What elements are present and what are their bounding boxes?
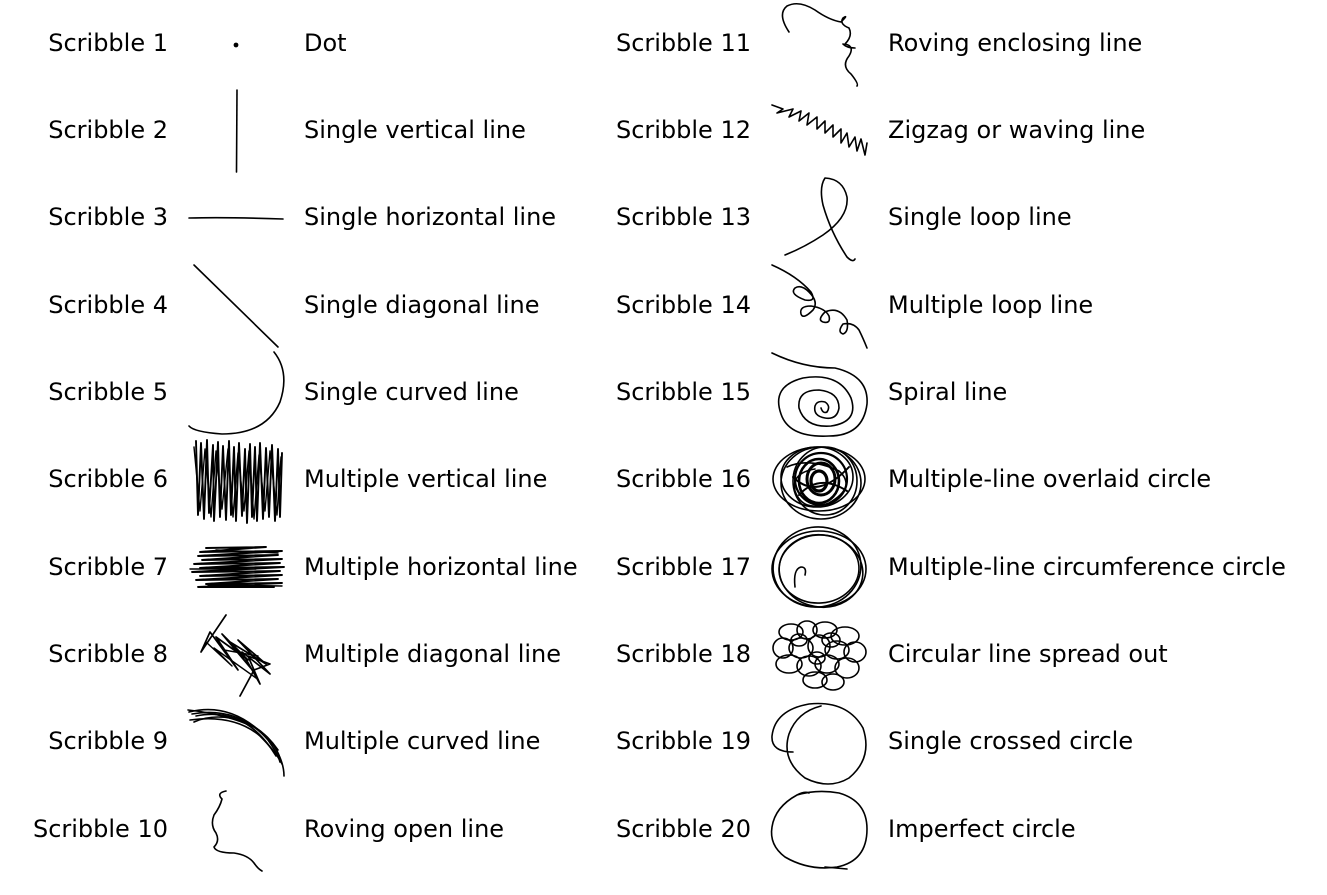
- scribble-id-label: Scribble 11: [615, 29, 751, 57]
- single-curved-line-icon: [188, 351, 285, 435]
- scribble-description: Single horizontal line: [304, 203, 557, 231]
- scribble-description: Zigzag or waving line: [888, 116, 1146, 144]
- scribble-description: Multiple-line circumference circle: [888, 553, 1286, 581]
- zigzag-line-icon: [771, 104, 868, 156]
- scribble-id-label: Scribble 5: [48, 378, 168, 406]
- multiple-diagonal-line-icon: [200, 614, 271, 697]
- single-loop-line-icon: [784, 177, 856, 262]
- scribble-id-label: Scribble 14: [615, 291, 751, 319]
- multiple-horizontal-line-icon: [189, 546, 285, 588]
- scribble-id-label: Scribble 2: [48, 116, 168, 144]
- scribble-id-label: Scribble 19: [615, 727, 751, 755]
- dot-scribble-icon: [233, 42, 239, 48]
- spread-circle-icon: [772, 620, 867, 691]
- imperfect-circle-icon: [770, 790, 868, 870]
- scribble-id-label: Scribble 4: [48, 291, 168, 319]
- scribble-description: Multiple diagonal line: [304, 640, 562, 668]
- roving-enclosing-line-icon: [781, 2, 859, 87]
- scribble-id-label: Scribble 18: [615, 640, 751, 668]
- circumference-circle-icon: [771, 526, 867, 608]
- scribble-id-label: Scribble 1: [48, 29, 168, 57]
- scribble-description: Multiple horizontal line: [304, 553, 578, 581]
- multiple-curved-line-icon: [187, 708, 285, 777]
- scribble-id-label: Scribble 20: [615, 815, 751, 843]
- single-vertical-line-icon: [235, 89, 238, 173]
- scribble-description: Single diagonal line: [304, 291, 540, 319]
- crossed-circle-icon: [771, 702, 867, 785]
- single-diagonal-line-icon: [193, 264, 279, 348]
- scribble-description: Roving open line: [304, 815, 505, 843]
- spiral-line-icon: [771, 352, 868, 437]
- scribble-id-label: Scribble 9: [48, 727, 168, 755]
- roving-open-line-icon: [211, 790, 263, 872]
- scribble-id-label: Scribble 8: [48, 640, 168, 668]
- scribble-id-label: Scribble 17: [615, 553, 751, 581]
- scribble-id-label: Scribble 16: [615, 465, 751, 493]
- scribble-id-label: Scribble 10: [32, 815, 168, 843]
- scribble-id-label: Scribble 6: [48, 465, 168, 493]
- single-horizontal-line-icon: [188, 216, 284, 220]
- scribble-id-label: Scribble 7: [48, 553, 168, 581]
- scribble-id-label: Scribble 12: [615, 116, 751, 144]
- scribble-description: Spiral line: [888, 378, 1008, 406]
- scribble-description: Single vertical line: [304, 116, 526, 144]
- scribble-description: Roving enclosing line: [888, 29, 1143, 57]
- multiple-loop-line-icon: [771, 264, 868, 349]
- scribble-id-label: Scribble 15: [615, 378, 751, 406]
- overlaid-circle-icon: [772, 446, 866, 520]
- scribble-description: Circular line spread out: [888, 640, 1168, 668]
- scribble-description: Single curved line: [304, 378, 519, 406]
- scribble-id-label: Scribble 3: [48, 203, 168, 231]
- scribble-description: Single loop line: [888, 203, 1072, 231]
- scribble-description: Multiple vertical line: [304, 465, 548, 493]
- multiple-vertical-line-icon: [193, 439, 283, 524]
- scribble-description: Multiple loop line: [888, 291, 1094, 319]
- scribble-description: Multiple curved line: [304, 727, 541, 755]
- scribble-description: Imperfect circle: [888, 815, 1076, 843]
- scribble-description: Multiple-line overlaid circle: [888, 465, 1212, 493]
- scribble-id-label: Scribble 13: [615, 203, 751, 231]
- scribble-description: Dot: [304, 29, 347, 57]
- scribble-description: Single crossed circle: [888, 727, 1134, 755]
